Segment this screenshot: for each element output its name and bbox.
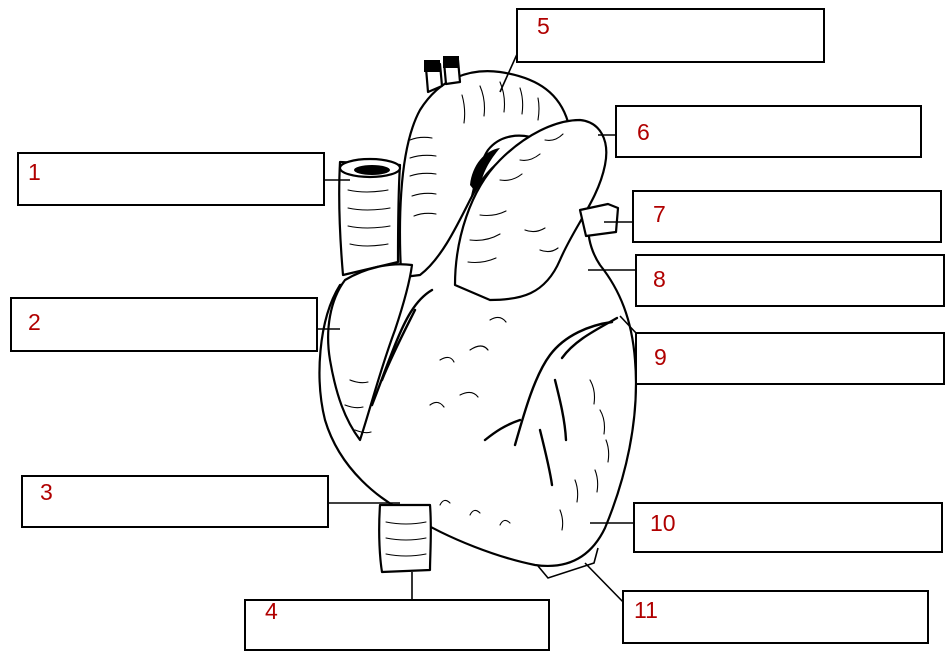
label-number-6: 6 <box>637 121 650 144</box>
label-box-11[interactable] <box>622 590 929 644</box>
label-number-8: 8 <box>653 268 666 291</box>
label-number-4: 4 <box>265 600 278 623</box>
label-box-9[interactable] <box>635 332 945 385</box>
label-box-7[interactable] <box>632 190 942 243</box>
label-number-9: 9 <box>654 346 667 369</box>
label-box-6[interactable] <box>615 105 922 158</box>
label-number-5: 5 <box>537 15 550 38</box>
label-box-10[interactable] <box>633 502 943 553</box>
label-box-5[interactable] <box>516 8 825 63</box>
label-box-1[interactable] <box>17 152 325 206</box>
label-number-3: 3 <box>40 481 53 504</box>
superior-vena-cava-drawing <box>339 159 400 275</box>
label-box-8[interactable] <box>635 254 945 307</box>
label-box-3[interactable] <box>21 475 329 528</box>
label-number-1: 1 <box>28 161 41 184</box>
label-number-11: 11 <box>634 599 658 622</box>
label-box-4[interactable] <box>244 599 550 651</box>
label-number-7: 7 <box>653 203 666 226</box>
label-number-2: 2 <box>28 311 41 334</box>
label-number-10: 10 <box>650 512 676 535</box>
label-box-2[interactable] <box>10 297 318 352</box>
